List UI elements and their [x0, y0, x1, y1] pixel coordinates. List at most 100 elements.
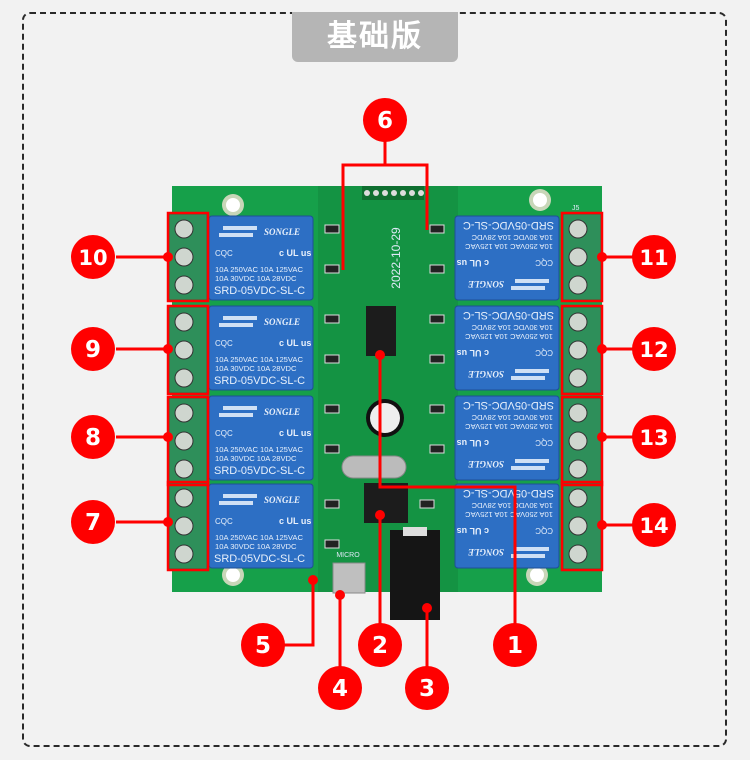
relay-ratings-1: 10A 250VAC 10A 125VAC — [465, 422, 553, 431]
terminal-screw[interactable] — [174, 459, 194, 479]
header-pin — [418, 190, 424, 196]
smd-part — [324, 539, 340, 549]
terminal-screw[interactable] — [568, 247, 588, 267]
terminal-block-6 — [562, 306, 602, 394]
smd-part — [429, 354, 445, 364]
relay-brand: SONGLE — [468, 369, 504, 379]
relay-ul-mark: c UL us — [457, 526, 489, 536]
terminal-screw[interactable] — [568, 312, 588, 332]
terminal-screw[interactable] — [174, 431, 194, 451]
relay-model: SRD-05VDC-SL-C — [463, 219, 554, 231]
relay-model: SRD-05VDC-SL-C — [214, 285, 305, 297]
micro-usb-port — [332, 562, 366, 594]
terminal-block-3 — [168, 397, 208, 485]
callout-badge-3: 3 — [405, 666, 449, 710]
terminal-screw[interactable] — [174, 219, 194, 239]
terminal-screw[interactable] — [568, 516, 588, 536]
relay-ul-mark: c UL us — [457, 258, 489, 268]
terminal-screw[interactable] — [174, 368, 194, 388]
relay-ratings-1: 10A 250VAC 10A 125VAC — [215, 355, 303, 364]
relay-brand: SONGLE — [468, 279, 504, 289]
relay-ratings-2: 10A 30VDC 10A 28VDC — [215, 542, 297, 551]
relay-ratings-1: 10A 250VAC 10A 125VAC — [215, 265, 303, 274]
title-tab: 基础版 — [292, 12, 458, 62]
terminal-screw[interactable] — [568, 431, 588, 451]
callout-badge-4: 4 — [318, 666, 362, 710]
terminal-block-4 — [168, 482, 208, 570]
terminal-screw[interactable] — [568, 275, 588, 295]
callout-number: 9 — [85, 337, 101, 363]
smd-part — [429, 314, 445, 324]
smd-part — [429, 444, 445, 454]
terminal-blocks — [168, 213, 602, 570]
terminal-screw[interactable] — [568, 368, 588, 388]
usb-serial-ic — [364, 483, 408, 523]
terminal-screw[interactable] — [174, 488, 194, 508]
relay-ratings-1: 10A 250VAC 10A 125VAC — [215, 445, 303, 454]
terminal-screw[interactable] — [568, 459, 588, 479]
smd-part — [429, 224, 445, 234]
callout-badge-14: 14 — [632, 503, 676, 547]
callout-badge-12: 12 — [632, 327, 676, 371]
dc-power-jack — [390, 530, 440, 620]
terminal-screw[interactable] — [568, 403, 588, 423]
terminal-block-8 — [562, 482, 602, 570]
terminal-screw[interactable] — [174, 247, 194, 267]
callout-number: 5 — [255, 633, 271, 659]
relay-model: SRD-05VDC-SL-C — [214, 375, 305, 387]
callout-badge-9: 9 — [71, 327, 115, 371]
relay-ratings-2: 10A 30VDC 10A 28VDC — [471, 233, 553, 242]
terminal-screw[interactable] — [174, 516, 194, 536]
relay-brand: SONGLE — [264, 317, 300, 327]
relay-ul-mark: c UL us — [279, 248, 311, 258]
header-pins — [362, 186, 424, 200]
relay-model: SRD-05VDC-SL-C — [214, 553, 305, 565]
terminal-screw[interactable] — [568, 340, 588, 360]
smd-part — [324, 314, 340, 324]
callout-number: 6 — [377, 108, 393, 134]
relay-ratings-2: 10A 30VDC 10A 28VDC — [471, 323, 553, 332]
terminal-screw[interactable] — [568, 488, 588, 508]
terminal-block-7 — [562, 397, 602, 485]
relay-brand: SONGLE — [264, 407, 300, 417]
relay-ul-mark: c UL us — [279, 428, 311, 438]
relay-ratings-2: 10A 30VDC 10A 28VDC — [215, 454, 297, 463]
callout-number: 11 — [639, 246, 668, 270]
terminal-screw[interactable] — [174, 403, 194, 423]
header-pin — [373, 190, 379, 196]
smd-components — [324, 224, 445, 549]
terminal-screw[interactable] — [174, 340, 194, 360]
main-ic — [366, 306, 396, 356]
terminal-screw[interactable] — [174, 312, 194, 332]
terminal-block-1 — [168, 213, 208, 301]
terminal-screw[interactable] — [568, 544, 588, 564]
callout-number: 7 — [85, 510, 101, 536]
relay-cert: CQC — [535, 348, 553, 357]
relay-ratings-2: 10A 30VDC 10A 28VDC — [215, 364, 297, 373]
smd-part — [324, 444, 340, 454]
terminal-screw[interactable] — [568, 219, 588, 239]
relay-brand: SONGLE — [468, 459, 504, 469]
smd-part — [324, 264, 340, 274]
callout-number: 3 — [419, 676, 435, 702]
callout-number: 8 — [85, 425, 101, 451]
terminal-screw[interactable] — [174, 544, 194, 564]
relay-cert: CQC — [215, 517, 233, 526]
crystal — [341, 455, 407, 479]
relay-model: SRD-05VDC-SL-C — [214, 465, 305, 477]
smd-part — [419, 499, 435, 509]
callout-number: 13 — [639, 426, 668, 450]
relay-model: SRD-05VDC-SL-C — [463, 487, 554, 499]
callout-number: 10 — [78, 246, 107, 270]
j5-label: J5 — [572, 205, 580, 212]
terminal-screw[interactable] — [174, 275, 194, 295]
smd-part — [324, 499, 340, 509]
relay-brand: SONGLE — [264, 495, 300, 505]
